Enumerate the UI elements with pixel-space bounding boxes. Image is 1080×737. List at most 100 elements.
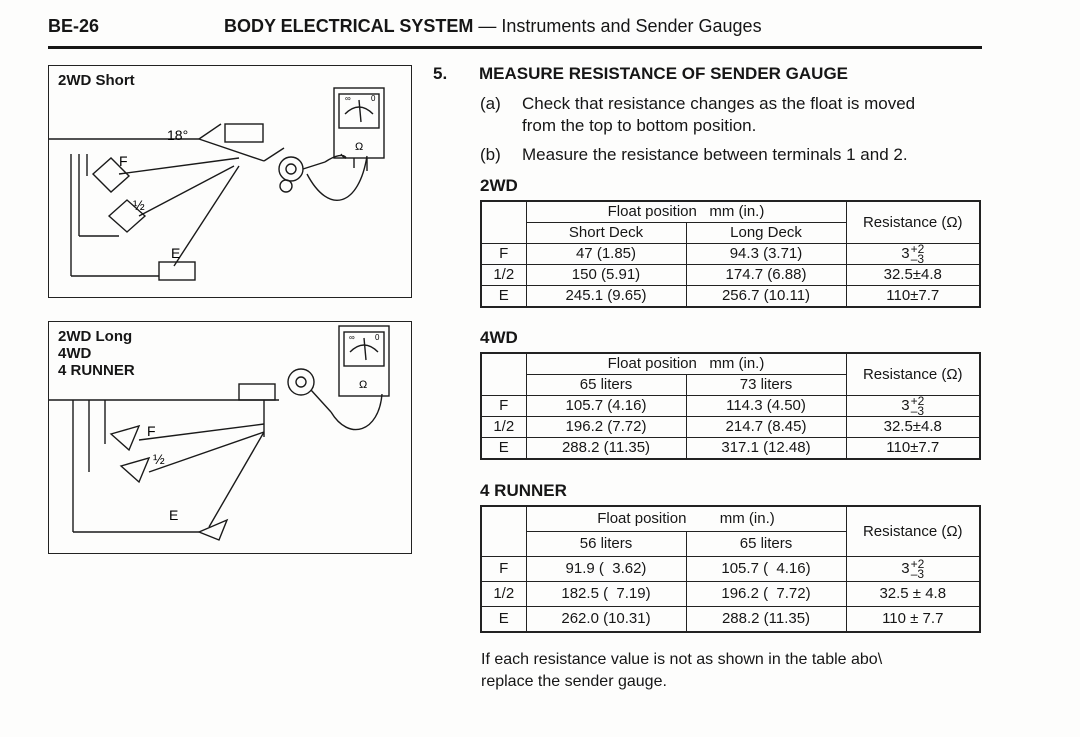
section-title: BODY ELECTRICAL SYSTEM — Instruments and… — [224, 16, 762, 37]
row-position: 1/2 — [480, 581, 527, 607]
replacement-note: If each resistance value is not as shown… — [481, 649, 961, 693]
note-line: If each resistance value is not as shown… — [481, 651, 883, 668]
resistance-value: 3+2–3 — [845, 242, 981, 267]
table-header-row: Float position mm (in.) Resistance (Ω) — [480, 352, 981, 396]
table-row: 1/2 196.2 (7.72) 214.7 (8.45) 32.5±4.8 — [480, 416, 981, 439]
table-row: F 91.9 ( 3.62) 105.7 ( 4.16) 3+2–3 — [480, 556, 981, 582]
float-full-label: F — [119, 153, 128, 169]
table-cell: 262.0 (10.31) — [525, 606, 687, 633]
table-corner-cell — [480, 200, 527, 244]
table-cell: 182.5 ( 7.19) — [525, 581, 687, 607]
table-cell: 196.2 (7.72) — [525, 416, 687, 439]
sender-gauge-diagram: ∞ 0 Ω F ½ E — [49, 325, 390, 541]
figure-label-line: 4 RUNNER — [58, 362, 135, 379]
tolerance: +2–3 — [910, 394, 925, 419]
column-header: 56 liters — [525, 531, 687, 557]
table-cell: 256.7 (10.11) — [685, 285, 847, 308]
figure-label: 2WD Long 4WD 4 RUNNER — [58, 328, 135, 379]
figure-label: 2WD Short — [58, 72, 135, 89]
tolerance: +2–3 — [910, 557, 925, 582]
tolerance-minus: –3 — [910, 404, 925, 419]
table-row: F 47 (1.85) 94.3 (3.71) 3+2–3 — [480, 242, 981, 267]
figure-label-line: 2WD Short — [58, 72, 135, 89]
resistance-table-4wd: Float position mm (in.) Resistance (Ω) 6… — [480, 352, 981, 461]
meter-ohm-label: Ω — [359, 379, 367, 391]
table-cell: 94.3 (3.71) — [685, 242, 847, 266]
resistance-header: Resistance (Ω) — [845, 505, 981, 557]
figure-label-line: 2WD Long — [58, 328, 133, 345]
row-position: F — [480, 556, 527, 582]
table-cell: 105.7 (4.16) — [525, 394, 687, 418]
float-empty-label: E — [169, 507, 178, 523]
table-subheader-row: Short Deck Long Deck — [481, 222, 980, 244]
resistance-base: 3 — [901, 397, 910, 414]
table-cell: 47 (1.85) — [525, 242, 687, 266]
resistance-value: 3+2–3 — [845, 556, 981, 582]
resistance-base: 3 — [901, 559, 910, 577]
meter-zero-label: 0 — [371, 94, 376, 103]
meter-zero-label: 0 — [375, 333, 380, 342]
figure-2wd-long-4wd: ∞ 0 Ω F ½ E 2WD Long 4WD 4 RUNNER — [48, 321, 412, 554]
float-half-label: ½ — [133, 197, 145, 213]
step-number: 5. — [433, 64, 448, 83]
row-position: 1/2 — [480, 416, 527, 439]
tolerance: +2–3 — [910, 242, 925, 267]
float-position-header: Float position mm (in.) — [525, 200, 847, 223]
float-empty-label: E — [171, 245, 180, 261]
figure-label-line: 4WD — [58, 345, 92, 362]
table-cell: 150 (5.91) — [525, 264, 687, 287]
resistance-value: 3+2–3 — [845, 394, 981, 419]
column-header: Short Deck — [525, 222, 687, 244]
resistance-value: 110±7.7 — [845, 285, 981, 308]
table-header-row: Float position mm (in.) Resistance (Ω) — [480, 200, 981, 244]
tolerance-plus: +2 — [910, 242, 925, 257]
section-name: Instruments and Sender Gauges — [501, 16, 762, 36]
table-cell: 317.1 (12.48) — [685, 437, 847, 460]
float-position-header: Float position mm (in.) — [525, 352, 847, 375]
table-row: E 288.2 (11.35) 317.1 (12.48) 110±7.7 — [480, 437, 981, 460]
row-position: F — [480, 394, 527, 418]
tolerance-plus: +2 — [910, 394, 925, 409]
float-position-header: Float position mm (in.) — [525, 505, 847, 532]
float-full-label: F — [147, 423, 156, 439]
note-line: replace the sender gauge. — [481, 673, 667, 690]
resistance-header: Resistance (Ω) — [845, 352, 981, 396]
table-heading: 2WD — [480, 176, 518, 195]
meter-ohm-label: Ω — [355, 141, 363, 153]
column-header: 65 liters — [525, 374, 687, 396]
table-corner-cell — [480, 352, 527, 396]
tolerance-plus: +2 — [910, 557, 925, 572]
table-cell: 105.7 ( 4.16) — [685, 556, 847, 582]
table-row: 1/2 150 (5.91) 174.7 (6.88) 32.5±4.8 — [480, 264, 981, 287]
instruction-label: (b) — [480, 145, 501, 164]
resistance-value: 32.5±4.8 — [845, 416, 981, 439]
tolerance-minus: –3 — [910, 567, 925, 582]
resistance-value: 32.5±4.8 — [845, 264, 981, 287]
step-title: MEASURE RESISTANCE OF SENDER GAUGE — [479, 64, 849, 83]
table-header-row: Float position mm (in.) Resistance (Ω) — [480, 505, 981, 557]
table-cell: 114.3 (4.50) — [685, 394, 847, 418]
resistance-base: 3 — [901, 245, 910, 262]
table-row: F 105.7 (4.16) 114.3 (4.50) 3+2–3 — [480, 394, 981, 419]
row-position: E — [480, 285, 527, 308]
resistance-value: 110±7.7 — [845, 437, 981, 460]
resistance-table-2wd: Float position mm (in.) Resistance (Ω) S… — [480, 200, 981, 309]
table-subheader-row: 56 liters 65 liters — [481, 531, 980, 557]
float-half-label: ½ — [153, 451, 165, 467]
table-cell: 196.2 ( 7.72) — [685, 581, 847, 607]
row-position: E — [480, 437, 527, 460]
row-position: E — [480, 606, 527, 633]
meter-infinity-label: ∞ — [349, 333, 355, 342]
table-row: E 262.0 (10.31) 288.2 (11.35) 110 ± 7.7 — [480, 606, 981, 633]
resistance-value: 110 ± 7.7 — [845, 606, 981, 633]
page-number: BE-26 — [48, 16, 100, 36]
angle-label: 18° — [167, 127, 188, 143]
table-cell: 288.2 (11.35) — [685, 606, 847, 633]
row-position: 1/2 — [480, 264, 527, 287]
instruction-line: from the top to bottom position. — [522, 116, 757, 135]
table-corner-cell — [480, 505, 527, 557]
tolerance-minus: –3 — [910, 252, 925, 267]
table-cell: 214.7 (8.45) — [685, 416, 847, 439]
instruction-text: Check that resistance changes as the flo… — [522, 93, 915, 137]
figure-2wd-short: ∞ 0 Ω 18° F ½ E 2WD Short — [48, 65, 412, 298]
